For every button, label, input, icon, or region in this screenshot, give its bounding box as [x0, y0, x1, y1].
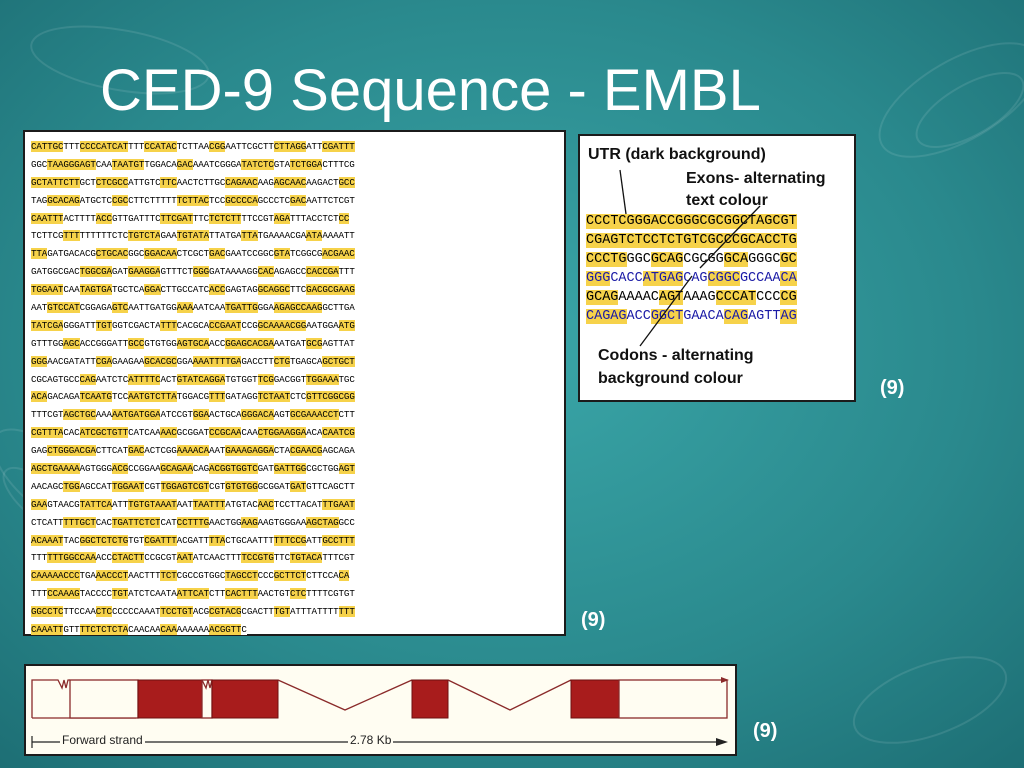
reference-sequence: (9) [581, 609, 606, 631]
reference-legend: (9) [880, 377, 905, 399]
legend-panel: UTR (dark background) Exons- alternating… [578, 134, 856, 402]
intron-1 [277, 679, 413, 711]
sequence-line: GAAGTAACGTATTCAATTTGTGTAAATAATTAATTTATGT… [31, 498, 355, 510]
length-label: 2.78 Kb [348, 733, 394, 747]
sequence-line: TTTTTTGGCCAAACCCTACTTCCGCGTAATATCAACTTTT… [31, 552, 355, 564]
exon-4 [570, 679, 620, 719]
legend-sequence-line: CCCTCGGGACCGGGCGCGGCTAGCGT [586, 214, 797, 229]
forward-strand-label: Forward strand [60, 733, 145, 747]
gene-diagram [31, 677, 729, 748]
sequence-line: TGGAATCAATAGTGATGCTCAGGACTTGCCATCACCGAGT… [31, 284, 355, 296]
utr-box-3 [618, 679, 728, 719]
sequence-line: TAGGCACAGATGCTCCGCCTTCTTTTTTCTTACTCCGCCC… [31, 194, 355, 206]
sequence-line: CATTGCTTTCCCCATCATTTTCCATACTCTTAACGGAATT… [31, 141, 355, 152]
scale-arrow-icon [716, 738, 728, 746]
exons-label-line2: text colour [686, 192, 768, 209]
sequence-line: ACAAATTACGGCTCTCTGTGTCGATTTACGATTTTACTGC… [31, 534, 355, 546]
sequence-line: GGCCTCTTCCAACTCCCCCCAAATTCCTGTACGCGTACGC… [31, 606, 355, 618]
legend-sequence-line: CCCTGGGCGCAGCGCGGGCAGGGCGC [586, 252, 797, 267]
sequence-line: TTAGATGACACGCTGCACGGCGGACAACTCGCTGACGAAT… [31, 248, 355, 260]
utr-label: UTR (dark background) [588, 146, 766, 163]
exon-2 [211, 679, 279, 719]
sequence-line: CAATTTACTTTTACCGTTGATTTCTTCGATTTCTCTCTTT… [31, 212, 350, 224]
sequence-line: GGCTAAGGGAGTCAATAATGTTGGACAGACAAATCGGGAT… [31, 158, 355, 170]
sequence-line: CAAATTGTTTTCTCTCTACAACAACAAAAAAAAACGGTTC [31, 624, 247, 636]
sequence-line: CGCAGTGCCCAGAATCTCATTTTCACTGTATCAGGATGTG… [31, 373, 355, 385]
gene-structure-panel: Forward strand 2.78 Kb [24, 664, 737, 756]
sequence-line: GGGAACGATATTCGAGAAGAAGCACGCGGAAAATTTTGAG… [31, 355, 355, 367]
sequence-panel: CATTGCTTTCCCCATCATTTTCCATACTCTTAACGGAATT… [23, 130, 566, 636]
codons-label-line1: Codons - alternating [598, 347, 754, 364]
sequence-line: GCTATTCTTGCTCTCGCCATTGTCTTCAACTCTTGCCAGA… [31, 176, 355, 188]
sequence-line: AGCTGAAAAAGTGGGACGCCGGAAGCAGAACAGACGGTGG… [31, 463, 355, 475]
sequence-line: GTTTGGAGCACCGGGATTGCCGTGTGGAGTGCAACCGGAG… [31, 337, 355, 349]
reference-gene: (9) [753, 720, 778, 742]
intron-2 [447, 679, 572, 711]
legend-sequence-line: GCAGAAAACAGTAAAGCCCATCCCCG [586, 290, 797, 305]
legend-sequence-line: CGAGTCTCCTCTGTCGCCCGCACCTG [586, 233, 797, 248]
exons-label-line1: Exons- alternating [686, 170, 826, 187]
legend-sequence-line: GGGCACCATGAGCAGCGGCGCCAACA [586, 271, 797, 286]
sequence-line: GAGCTGGGACGACTTCATGACACTCGGAAAACAAATGAAA… [31, 445, 355, 457]
exon-1 [137, 679, 203, 719]
sequence-line: GATGGCGACTGGCGAGATGAAGGAGTTTCTGGGGATAAAA… [31, 266, 355, 278]
utr-box-1 [69, 679, 139, 719]
legend-sequence-line: CAGAGACCGGCTGAACACAGAGTTAG [586, 309, 797, 324]
intron-squiggle [201, 679, 213, 690]
sequence-line: CTCATTTTTGCTCACTGATTCTCTCATCCTTTGAACTGGA… [31, 516, 355, 528]
sequence-line: TTTCCAAAGTACCCCTGTATCTCAATAATTCATCTTCACT… [31, 588, 355, 600]
sequence-line: CAAAAACCCTGAAACCCTAACTTTTCTCGCCGTGGCTAGC… [31, 570, 350, 582]
sequence-line: CGTTTACACATCGCTGTTCATCAAAACGCGGATCCGCAAC… [31, 427, 355, 439]
legend-pointer-lines [619, 169, 761, 347]
codons-label-line2: background colour [598, 370, 743, 387]
exon-3 [411, 679, 449, 719]
sequence-line: TCTTCGTTTTTTTTTCTCTGTCTAGAATGTATATTATGAT… [31, 230, 355, 242]
slide-title: CED-9 Sequence - EMBL [100, 58, 761, 123]
sequence-line: TATCGAGGGATTTGTGGTCGACTATTTCACGCACCGAATC… [31, 319, 355, 331]
utr-left-outline [31, 679, 70, 718]
sequence-line: ACAGACAGATCAATGTCCAATGTCTTATGGACGTTTGATA… [31, 391, 355, 403]
strand-arrow-icon [721, 677, 729, 683]
sequence-line: TTTCGTAGCTGCAAAAATGATGGAATCCGTGGAACTGCAG… [31, 409, 355, 421]
sequence-line: AATGTCCATCGGAGAGTCAATTGATGGAAAAATCAATGAT… [31, 302, 355, 314]
sequence-line: AACAGCTGGAGCCATTGGAATCGTTGGAGTCGTCGTGTGT… [31, 480, 355, 492]
